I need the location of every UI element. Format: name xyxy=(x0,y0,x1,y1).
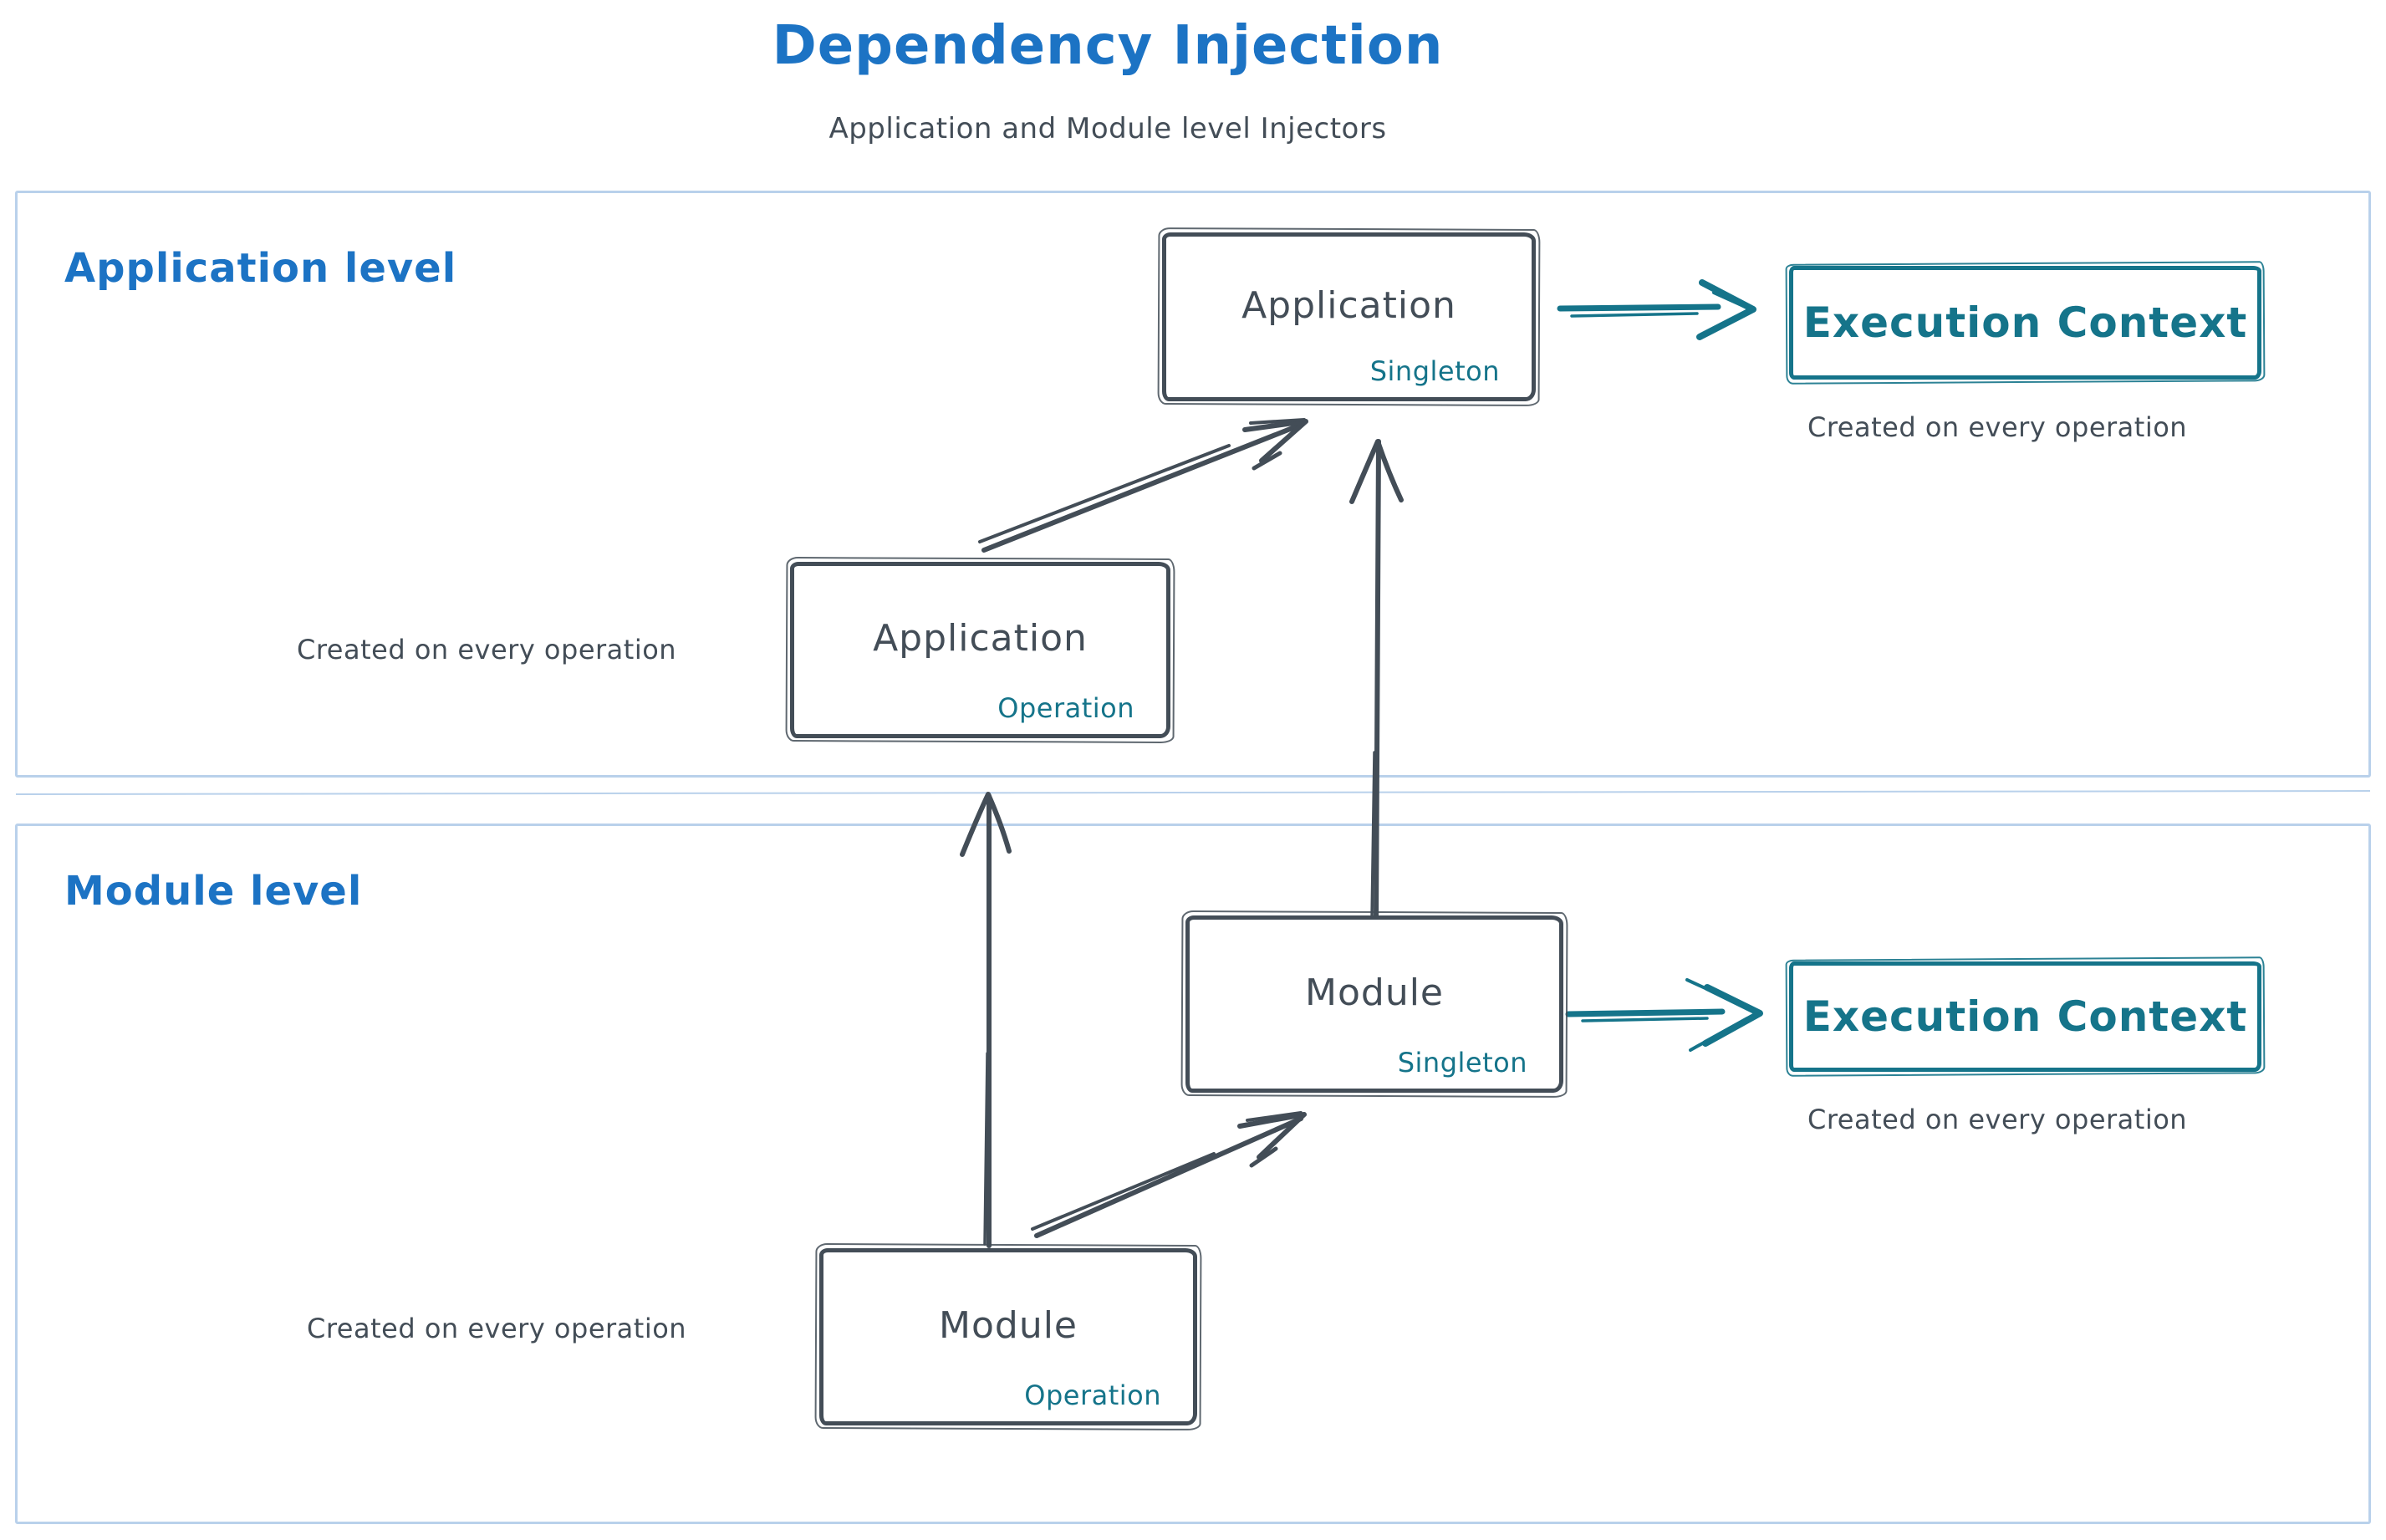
application-singleton-box: Application Singleton xyxy=(1162,232,1536,401)
application-singleton-scope: Singleton xyxy=(1369,355,1500,387)
page-title: Dependency Injection xyxy=(772,15,1444,77)
application-execution-context-label: Execution Context xyxy=(1802,298,2248,347)
module-execution-context-box: Execution Context xyxy=(1789,961,2261,1072)
application-execution-context-box: Execution Context xyxy=(1789,266,2261,380)
application-operation-scope: Operation xyxy=(997,692,1134,724)
application-singleton-name: Application xyxy=(1241,283,1456,327)
application-level-label: Application level xyxy=(64,245,457,292)
module-operation-scope: Operation xyxy=(1024,1379,1161,1411)
application-operation-box: Application Operation xyxy=(790,562,1170,738)
module-execution-context-label: Execution Context xyxy=(1802,992,2248,1041)
application-execution-context-note: Created on every operation xyxy=(1807,411,2188,443)
application-operation-note: Created on every operation xyxy=(297,634,677,665)
module-singleton-scope: Singleton xyxy=(1397,1047,1527,1079)
module-execution-context-note: Created on every operation xyxy=(1807,1104,2188,1135)
application-level-container: Application level xyxy=(15,191,2371,778)
module-singleton-box: Module Singleton xyxy=(1185,915,1563,1093)
module-level-label: Module level xyxy=(64,868,363,915)
module-operation-note: Created on every operation xyxy=(307,1313,687,1344)
page-subtitle: Application and Module level Injectors xyxy=(828,112,1387,145)
module-singleton-name: Module xyxy=(1305,971,1444,1014)
module-level-container: Module level xyxy=(15,824,2371,1524)
module-operation-box: Module Operation xyxy=(819,1248,1197,1425)
module-operation-name: Module xyxy=(939,1303,1078,1347)
application-operation-name: Application xyxy=(873,617,1088,660)
